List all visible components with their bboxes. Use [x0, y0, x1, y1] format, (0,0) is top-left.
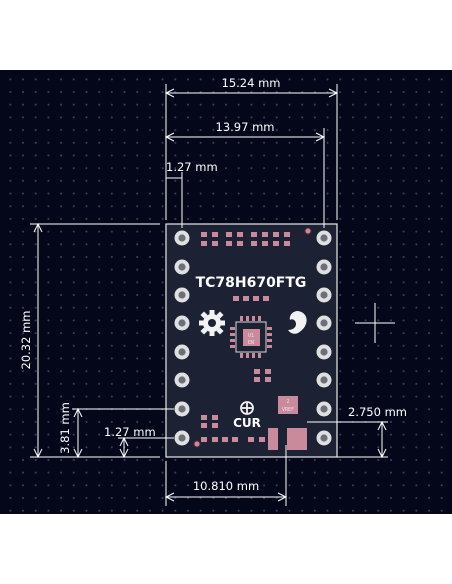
leaf-logo-icon — [288, 311, 307, 334]
header-pin[interactable] — [174, 287, 190, 303]
vref-trimmer: 2 VREF — [268, 396, 307, 450]
header-pin[interactable] — [174, 344, 190, 360]
via-marker — [304, 227, 312, 235]
dim-height: 20.32 mm — [19, 311, 33, 370]
header-pin[interactable] — [174, 430, 190, 446]
pcb-drawing: TC78H670FTG U1 EN — [19, 76, 407, 506]
header-pin[interactable] — [316, 401, 332, 417]
ic-footprint: U1 EN — [230, 316, 272, 358]
top-passives — [201, 232, 290, 246]
right-header — [316, 230, 332, 446]
cur-marker — [240, 401, 254, 415]
ic-label: U1 — [248, 333, 254, 339]
cur-label: CUR — [233, 416, 261, 430]
header-pin[interactable] — [174, 259, 190, 275]
header-pin[interactable] — [174, 230, 190, 246]
dim-lower-pin-offset: 1.27 mm — [104, 425, 156, 439]
via-marker — [193, 440, 201, 448]
header-pin[interactable] — [174, 372, 190, 388]
board-title: TC78H670FTG — [196, 275, 307, 291]
header-pin[interactable] — [174, 401, 190, 417]
dimension-lines — [30, 84, 395, 506]
bottom-left-passives — [201, 415, 265, 442]
dim-right-offset: 2.750 mm — [348, 405, 407, 419]
dimension-arrows — [33, 88, 387, 502]
header-pin[interactable] — [174, 315, 190, 331]
dim-width-inner: 13.97 mm — [216, 120, 275, 134]
gear-icon — [199, 310, 225, 336]
left-header — [174, 230, 190, 446]
dim-width-outer: 15.24 mm — [222, 76, 281, 90]
pcb-viewport[interactable]: TC78H670FTG U1 EN — [0, 70, 452, 514]
dim-pin-offset: 1.27 mm — [166, 160, 218, 174]
dim-lower-height: 3.81 mm — [58, 402, 72, 454]
ic-sublabel: EN — [248, 340, 254, 346]
mid-passives — [233, 296, 269, 301]
header-pin[interactable] — [316, 344, 332, 360]
trimmer-label: VREF — [282, 407, 294, 413]
header-pin[interactable] — [316, 259, 332, 275]
header-pin[interactable] — [316, 230, 332, 246]
trimmer-number: 2 — [286, 399, 289, 405]
header-pin[interactable] — [316, 287, 332, 303]
header-pin[interactable] — [316, 315, 332, 331]
header-pin[interactable] — [316, 372, 332, 388]
header-pin[interactable] — [316, 430, 332, 446]
lower-passives — [254, 369, 271, 382]
dim-bottom-width: 10.810 mm — [193, 479, 259, 493]
